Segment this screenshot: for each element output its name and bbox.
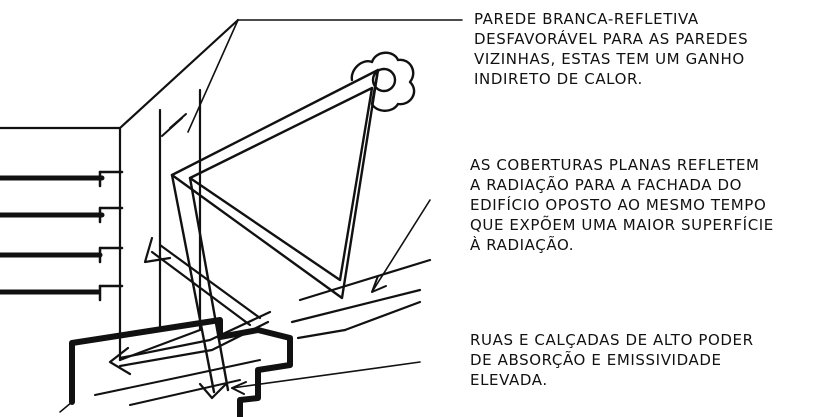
annotation-line: QUE EXPÕEM UMA MAIOR SUPERFÍCIE	[470, 216, 774, 234]
annotation-line: PAREDE BRANCA-REFLETIVA	[474, 10, 699, 28]
window-ledges	[0, 175, 105, 295]
annotation-line: ELEVADA.	[470, 371, 548, 389]
annotation-wall: PAREDE BRANCA-REFLETIVA DESFAVORÁVEL PAR…	[474, 9, 748, 89]
annotation-line: DESFAVORÁVEL PARA AS PAREDES	[474, 30, 749, 48]
street	[59, 317, 293, 417]
annotation-line: AS COBERTURAS PLANAS REFLETEM	[470, 156, 760, 174]
annotation-line: INDIRETO DE CALOR.	[474, 70, 643, 88]
right-building	[290, 258, 432, 340]
ledge-edges	[98, 170, 124, 302]
sun-ray-loop	[170, 68, 380, 394]
reflection-arrows	[108, 236, 272, 400]
annotation-line: À RADIAÇÃO.	[470, 236, 575, 254]
annotation-line: EDIFÍCIO OPOSTO AO MESMO TEMPO	[470, 196, 767, 214]
annotation-line: VIZINHAS, ESTAS TEM UM GANHO	[474, 50, 745, 68]
sun-icon	[350, 51, 416, 112]
left-building	[0, 18, 240, 362]
annotation-line: DE ABSORÇÃO E EMISSIVIDADE	[470, 351, 722, 369]
leader-lines	[187, 19, 463, 389]
annotation-streets: RUAS E CALÇADAS DE ALTO PODER DE ABSORÇÃ…	[470, 330, 754, 390]
leader-arrowheads	[161, 113, 387, 395]
annotation-roofs: AS COBERTURAS PLANAS REFLETEM A RADIAÇÃO…	[470, 155, 774, 255]
annotation-line: A RADIAÇÃO PARA A FACHADA DO	[470, 176, 743, 194]
annotation-line: RUAS E CALÇADAS DE ALTO PODER	[470, 331, 754, 349]
